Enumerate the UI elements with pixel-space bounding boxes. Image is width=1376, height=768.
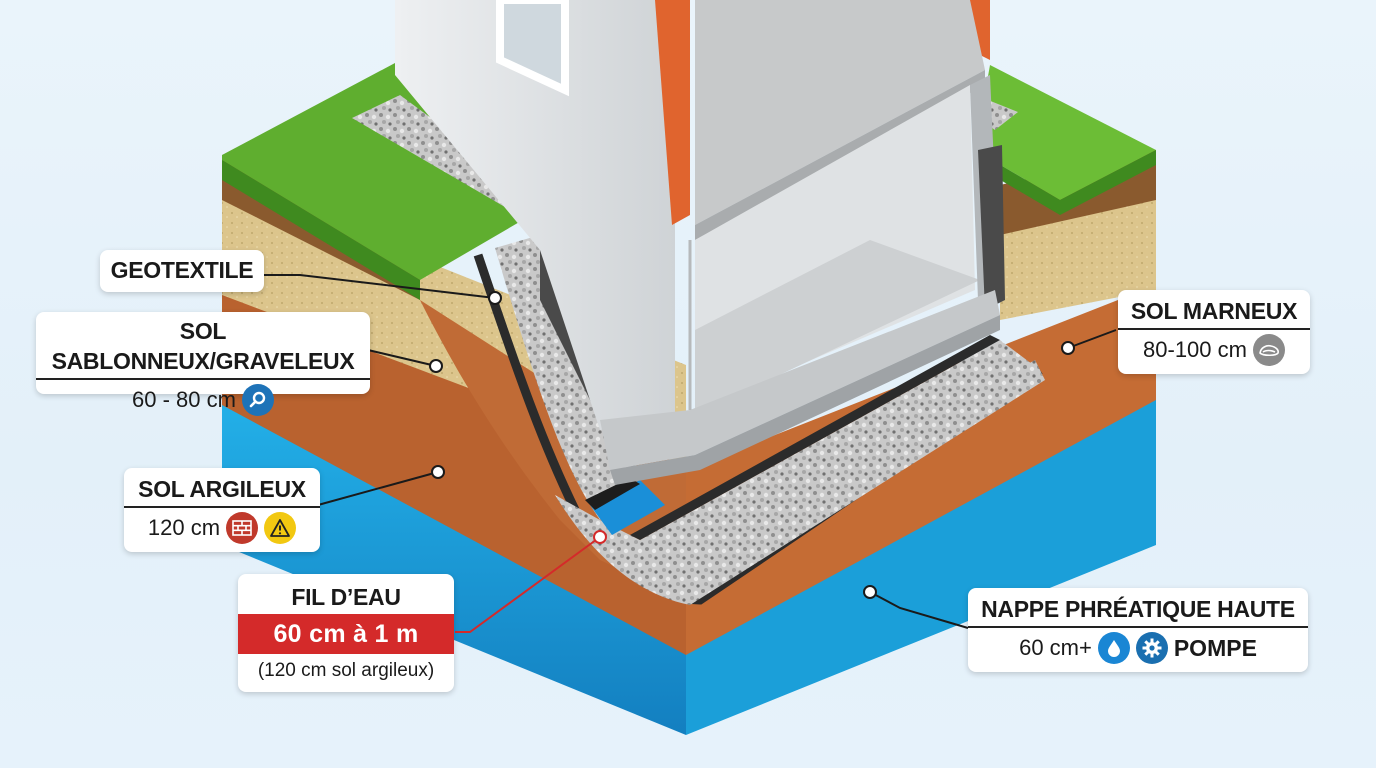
leader-lines: [252, 274, 1117, 633]
divider: [124, 506, 320, 508]
leader-fil-deau: [455, 536, 601, 633]
foundation-footing: [600, 290, 1000, 470]
marker-dots: [429, 291, 1075, 599]
wall-section-left: [655, 0, 690, 225]
geotextile-title: GEOTEXTILE: [110, 257, 254, 283]
nappe-row: 60 cm+ POMPE: [968, 628, 1308, 668]
sol-marneux-title: SOL MARNEUX: [1130, 298, 1298, 324]
leader-geotextile: [252, 274, 496, 299]
nappe-value: 60 cm+: [1019, 635, 1092, 660]
gravel-path-right: [988, 100, 1018, 130]
gravel-backfill-left: [495, 235, 640, 520]
floor-slab-edge: [695, 70, 985, 240]
waterproofing-right: [978, 145, 1005, 310]
sol-argileux-title: SOL ARGILEUX: [138, 476, 306, 502]
floor-slab: [695, 0, 985, 225]
warning-icon: [264, 512, 297, 544]
label-sol-sablonneux: SOL SABLONNEUX/GRAVELEUX 60 - 80 cm: [36, 312, 370, 416]
nappe-title: NAPPE PHRÉATIQUE HAUTE: [981, 596, 1295, 622]
leader-sablonneux: [367, 349, 437, 367]
sol-sablonneux-title: SOL SABLONNEUX/GRAVELEUX: [51, 318, 355, 374]
marker-sablonneux: [429, 359, 443, 373]
sol-argileux-value: 120 cm: [147, 515, 221, 540]
label-fil-deau: FIL D’EAU 60 cm à 1 m (120 cm sol argile…: [238, 574, 454, 692]
sol-marneux-row: 80-100 cm: [1118, 330, 1310, 370]
house-wall-left: [395, 0, 675, 430]
label-nappe-phreatique: NAPPE PHRÉATIQUE HAUTE 60 cm+ POMPE: [968, 588, 1308, 672]
sol-marneux-value: 80-100 cm: [1143, 337, 1247, 362]
pompe-label: POMPE: [1173, 635, 1257, 661]
window: [496, 0, 569, 97]
divider: [1118, 328, 1310, 330]
house: [395, 0, 1005, 485]
leader-marneux: [1067, 329, 1117, 349]
fil-deau-value: 60 cm à 1 m: [238, 614, 454, 654]
leader-nappe: [869, 591, 969, 629]
drain-pipe-dark: [585, 478, 640, 510]
groundwater-layer-left: [222, 400, 686, 735]
groundwater-layer-right: [686, 395, 1156, 735]
brick-icon: [226, 512, 259, 544]
sol-sablonneux-value: 60 - 80 cm: [132, 387, 236, 412]
grass-left: [222, 63, 540, 280]
grass-right: [975, 65, 1156, 200]
divider: [36, 378, 370, 380]
marker-geotextile: [488, 291, 502, 305]
drain-pipe: [590, 480, 665, 535]
label-geotextile: GEOTEXTILE: [100, 250, 264, 292]
marker-fil-deau: [593, 530, 607, 544]
label-sol-marneux: SOL MARNEUX 80-100 cm: [1118, 290, 1310, 374]
gear-icon: [1135, 632, 1168, 664]
marker-nappe: [863, 585, 877, 599]
label-sol-argileux: SOL ARGILEUX 120 cm: [124, 468, 320, 552]
magnifier-icon: [241, 384, 274, 416]
fil-deau-title: FIL D’EAU: [291, 584, 401, 610]
leader-argileux: [317, 471, 439, 506]
grass-right-edge: [975, 150, 1156, 215]
grass-left-edge: [222, 160, 420, 300]
gravel-strip-right: [640, 340, 1040, 570]
divider: [968, 626, 1308, 628]
marker-argileux: [431, 465, 445, 479]
stone-icon: [1252, 334, 1285, 366]
foundation-footing-front: [610, 315, 1000, 485]
sol-argileux-row: 120 cm: [124, 508, 320, 548]
sol-sablonneux-row: 60 - 80 cm: [36, 380, 370, 420]
basement-floor: [695, 240, 980, 415]
water-drop-icon: [1097, 632, 1130, 664]
marker-marneux: [1061, 341, 1075, 355]
membrane-right: [630, 335, 1000, 540]
fil-deau-note: (120 cm sol argileux): [257, 660, 435, 681]
